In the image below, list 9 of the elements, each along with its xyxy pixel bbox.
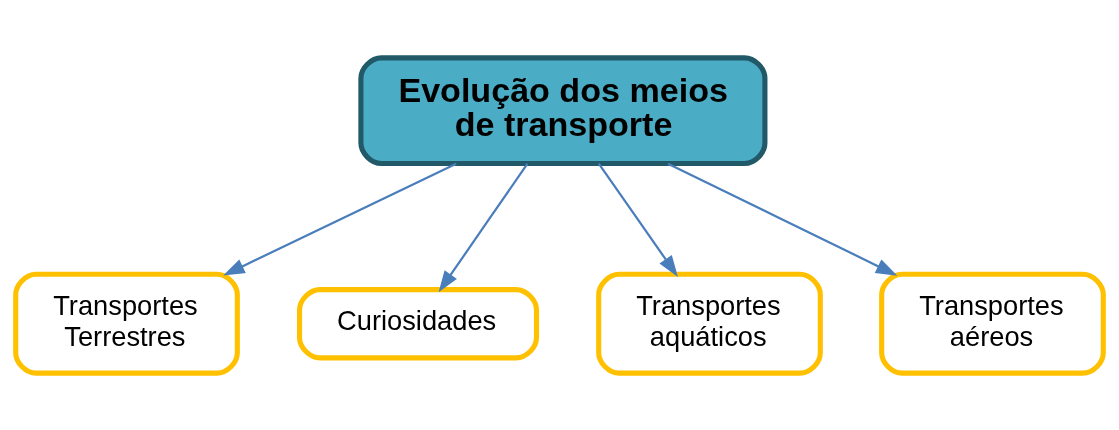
- arrow: [438, 162, 529, 292]
- node-box: Transportes aquáticos: [596, 271, 823, 376]
- arrow: [223, 162, 457, 276]
- arrow: [597, 162, 678, 277]
- arrow: [667, 162, 898, 276]
- node-box: Curiosidades: [297, 286, 540, 360]
- node-box: Evolução dos meios de transporte: [358, 54, 768, 166]
- node-box: Transportes Terrestres: [13, 271, 240, 376]
- node-box: Transportes aéreos: [879, 271, 1106, 376]
